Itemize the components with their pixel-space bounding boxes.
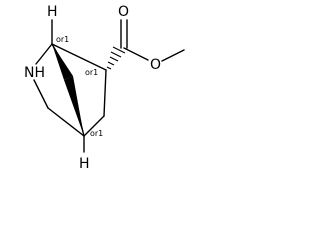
bond-o-methyl bbox=[161, 49, 185, 62]
ring-bonds bbox=[33, 43, 107, 137]
atom-o-ester-label: O bbox=[150, 57, 161, 73]
bond-c3-c4 bbox=[47, 107, 85, 137]
molecule-structure: NH H H O O or1 or1 or1 bbox=[24, 4, 185, 172]
atom-nh-label: NH bbox=[24, 65, 45, 81]
bond-n-c3 bbox=[33, 79, 49, 109]
stereo-label-c6: or1 bbox=[85, 68, 98, 77]
bond-c5-c4 bbox=[83, 115, 105, 137]
stereo-label-c4: or1 bbox=[90, 129, 103, 138]
bond-c6-c5 bbox=[103, 69, 107, 117]
atom-o-carbonyl-label: O bbox=[118, 4, 129, 20]
bridge-wedge-c1 bbox=[52, 44, 73, 80]
atom-h-bottom-label: H bbox=[79, 156, 90, 172]
bond-c1-n bbox=[35, 43, 53, 65]
bridge-wedge-c4 bbox=[64, 76, 84, 136]
atom-h-top-label: H bbox=[47, 4, 58, 20]
bridge-bond bbox=[51, 43, 85, 137]
hashed-wedge-c6-ester bbox=[106, 46, 126, 70]
stereo-label-c1: or1 bbox=[56, 35, 69, 44]
bond-c1-c6 bbox=[51, 43, 107, 71]
bond-ester-c-o-single bbox=[123, 47, 149, 61]
